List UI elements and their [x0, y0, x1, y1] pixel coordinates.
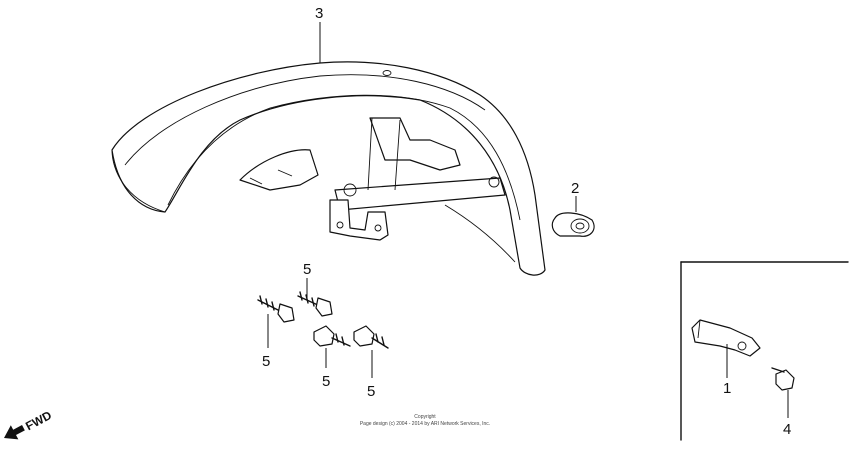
copyright-line-2: Page design (c) 2004 - 2014 by ARI Netwo… [360, 421, 490, 427]
fwd-label: FWD [23, 408, 54, 433]
bolt-lower-right [353, 325, 389, 349]
arrow-left-icon [4, 425, 25, 440]
inset-frame [680, 261, 849, 441]
copyright-line-1: Copyright [414, 414, 436, 420]
callout-5-upper: 5 [303, 261, 311, 278]
callout-2: 2 [571, 180, 579, 197]
small-bolt-drawing [771, 367, 795, 391]
callout-5-middle: 5 [322, 373, 330, 390]
bolt-upper-left [257, 295, 295, 323]
clamp-bracket-drawing [691, 319, 761, 357]
bolt-upper-right [297, 291, 333, 317]
bolt-lower-middle [313, 325, 351, 347]
callout-5-left: 5 [262, 353, 270, 370]
callout-3: 3 [315, 5, 323, 22]
callout-4: 4 [783, 421, 791, 438]
callout-1: 1 [723, 380, 731, 397]
front-fender-drawing [111, 61, 546, 276]
callout-5-right: 5 [367, 383, 375, 400]
fwd-arrow: FWD [4, 408, 54, 440]
grommet-drawing [551, 212, 595, 237]
